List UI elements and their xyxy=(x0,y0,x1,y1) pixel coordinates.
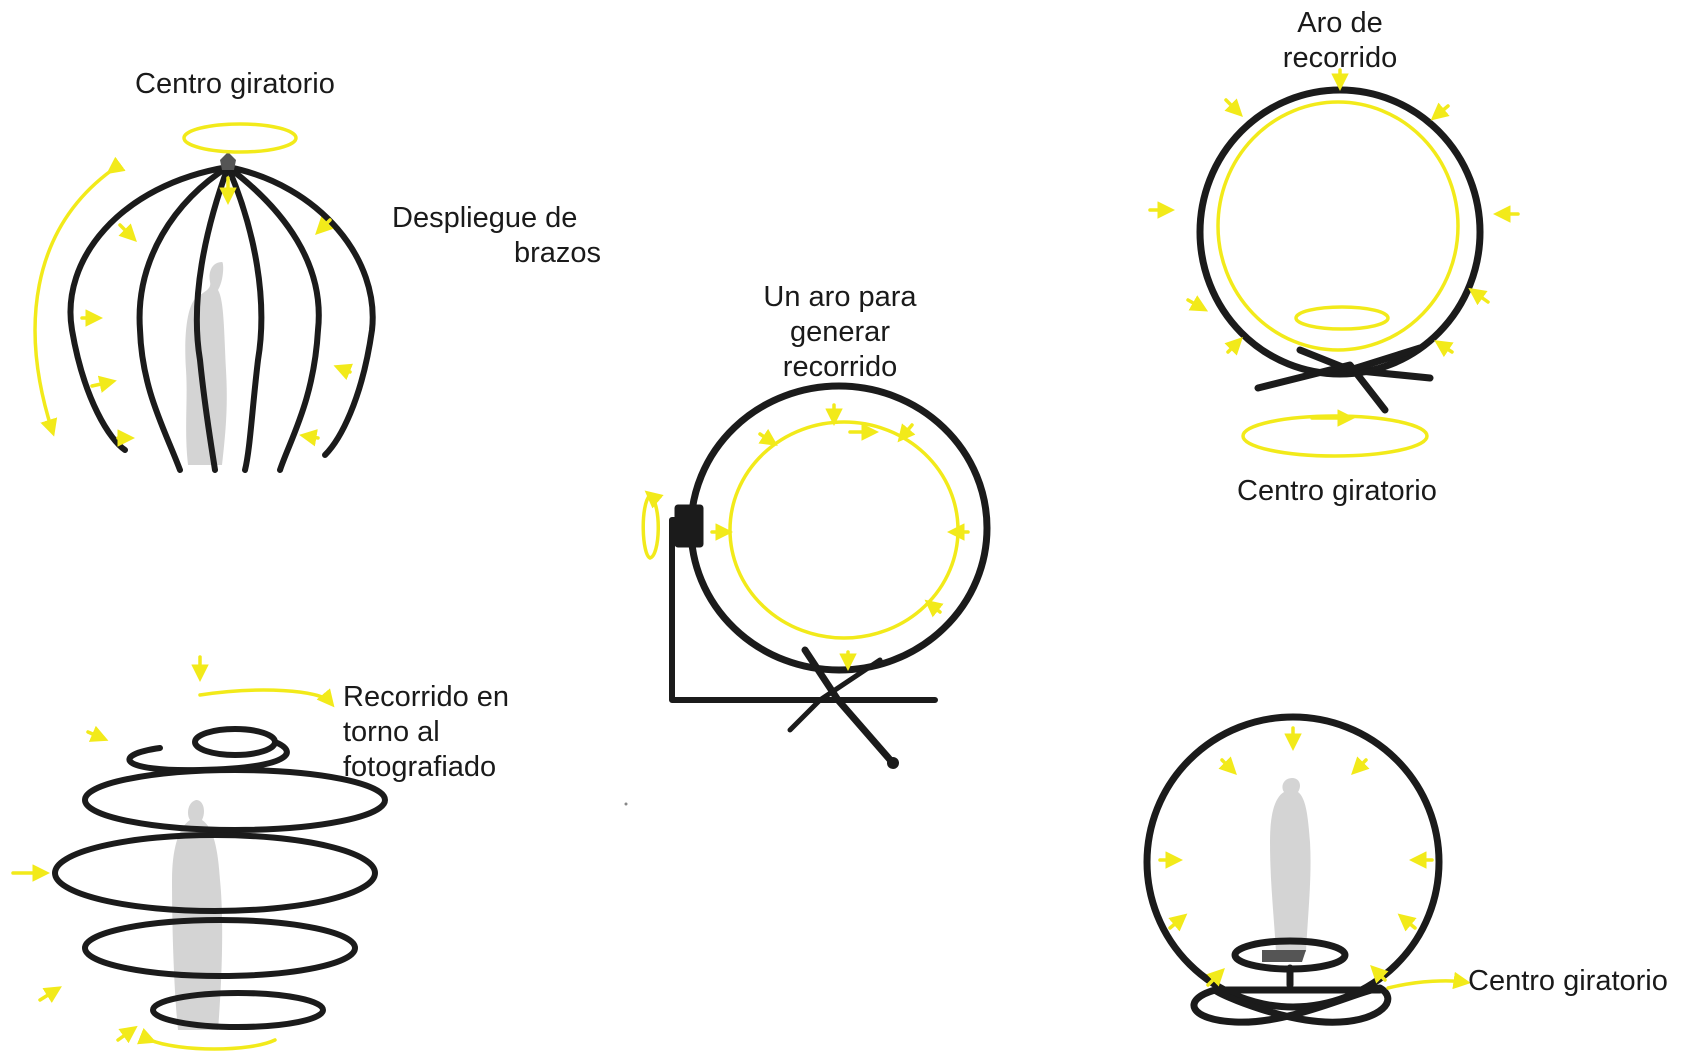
label-line: Recorrido en xyxy=(343,681,510,713)
label-globe-center: Centro giratorio xyxy=(1468,965,1668,997)
label-line: Despliegue de xyxy=(392,202,578,234)
person-silhouette xyxy=(1270,778,1311,952)
label-line: generar xyxy=(790,316,890,348)
label-spiral: Recorrido en torno al fotografiado xyxy=(343,680,509,785)
spiral-path-concept xyxy=(11,655,388,1051)
hoop-on-stand-concept xyxy=(1148,68,1520,458)
sphere-arms-concept xyxy=(33,122,376,473)
label-line: recorrido xyxy=(1282,42,1398,74)
label-line: recorrido xyxy=(782,351,898,383)
label-line: torno al xyxy=(343,716,440,748)
label-hoop-bottom: Centro giratorio xyxy=(1237,475,1437,507)
label-sphere-arms: Despliegue de brazos xyxy=(392,201,601,271)
label-line: Un aro para xyxy=(763,281,917,313)
label-hoop-top: Aro de recorrido xyxy=(1260,6,1420,76)
globe-rotating-base-concept xyxy=(1143,713,1471,1026)
single-ring-concept xyxy=(641,382,991,769)
label-line: fotografiado xyxy=(343,751,497,783)
person-silhouette xyxy=(185,262,227,465)
label-ring-path: Un aro para generar recorrido xyxy=(740,280,940,385)
label-line: brazos xyxy=(514,237,602,269)
label-sphere-top: Centro giratorio xyxy=(135,68,335,100)
label-line: Aro de xyxy=(1297,7,1383,39)
